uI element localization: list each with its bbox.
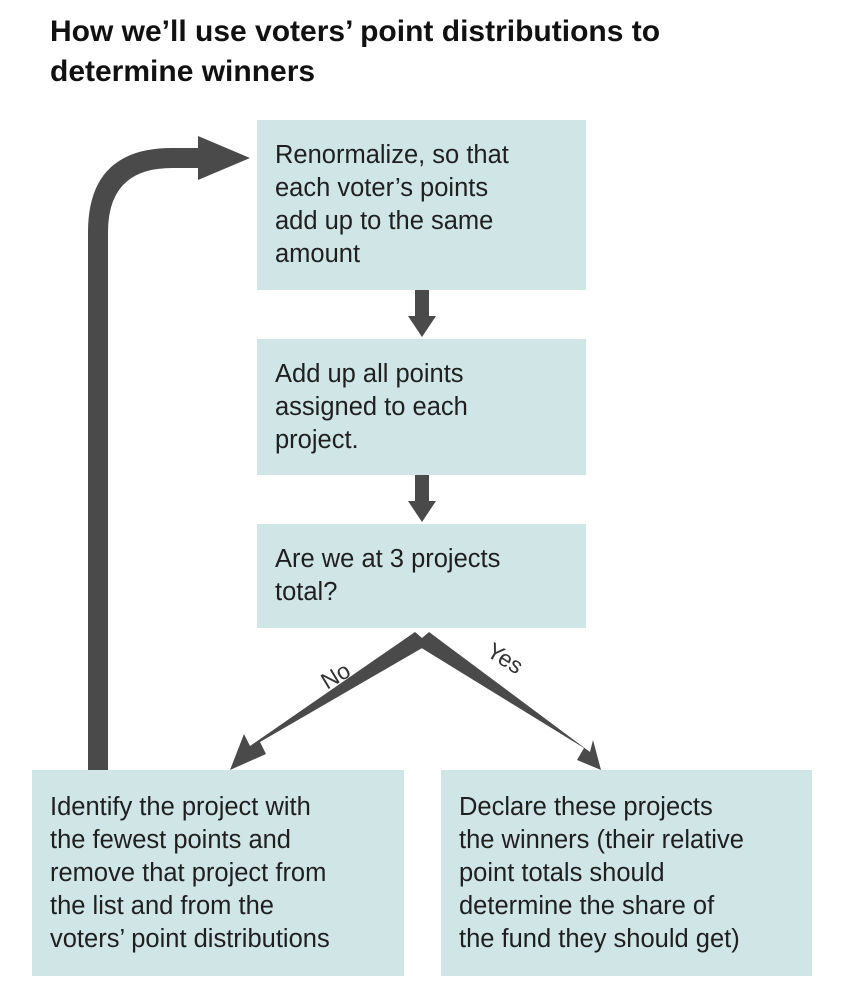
step-text-line: each voter’s points [275, 174, 489, 202]
step-text-line: Add up all points [275, 360, 464, 388]
down-arrow-2 [408, 475, 436, 522]
step-text-line: the fund they should get) [459, 925, 740, 953]
step-text-line: remove that project from [50, 859, 327, 887]
yes-branch-arrow [415, 632, 601, 770]
step-text-line: Are we at 3 projects [275, 545, 501, 573]
step-text-line: assigned to each [275, 393, 468, 421]
step-text-line: Identify the project with [50, 793, 311, 821]
step-text-line: the winners (their relative [459, 826, 744, 854]
step-text-line: the list and from the [50, 892, 274, 920]
step-text-line: Declare these projects [459, 793, 713, 821]
step-text-line: voters’ point distributions [50, 925, 330, 953]
down-arrow-1 [408, 290, 436, 337]
step-text-line: point totals should [459, 859, 665, 887]
no-branch-arrow [230, 632, 429, 770]
step-text-line: determine the share of [459, 892, 715, 920]
yes-label: Yes [482, 637, 528, 679]
step-text-line: total? [275, 578, 338, 606]
step-text-line: the fewest points and [50, 826, 291, 854]
step-decision-three-projects: Are we at 3 projects total? [257, 524, 586, 628]
step-remove-fewest: Identify the project with the fewest poi… [32, 770, 404, 976]
loop-back-arrow [88, 136, 250, 770]
step-add-up-points: Add up all points assigned to each proje… [257, 339, 586, 475]
step-declare-winners: Declare these projects the winners (thei… [441, 770, 812, 976]
step-text-line: Renormalize, so that [275, 141, 509, 169]
step-text-line: project. [275, 426, 359, 454]
step-renormalize: Renormalize, so that each voter’s points… [257, 120, 586, 290]
step-text-line: add up to the same [275, 207, 494, 235]
step-text-line: amount [275, 240, 361, 268]
diagram-title: How we’ll use voters’ point distribution… [50, 15, 661, 88]
